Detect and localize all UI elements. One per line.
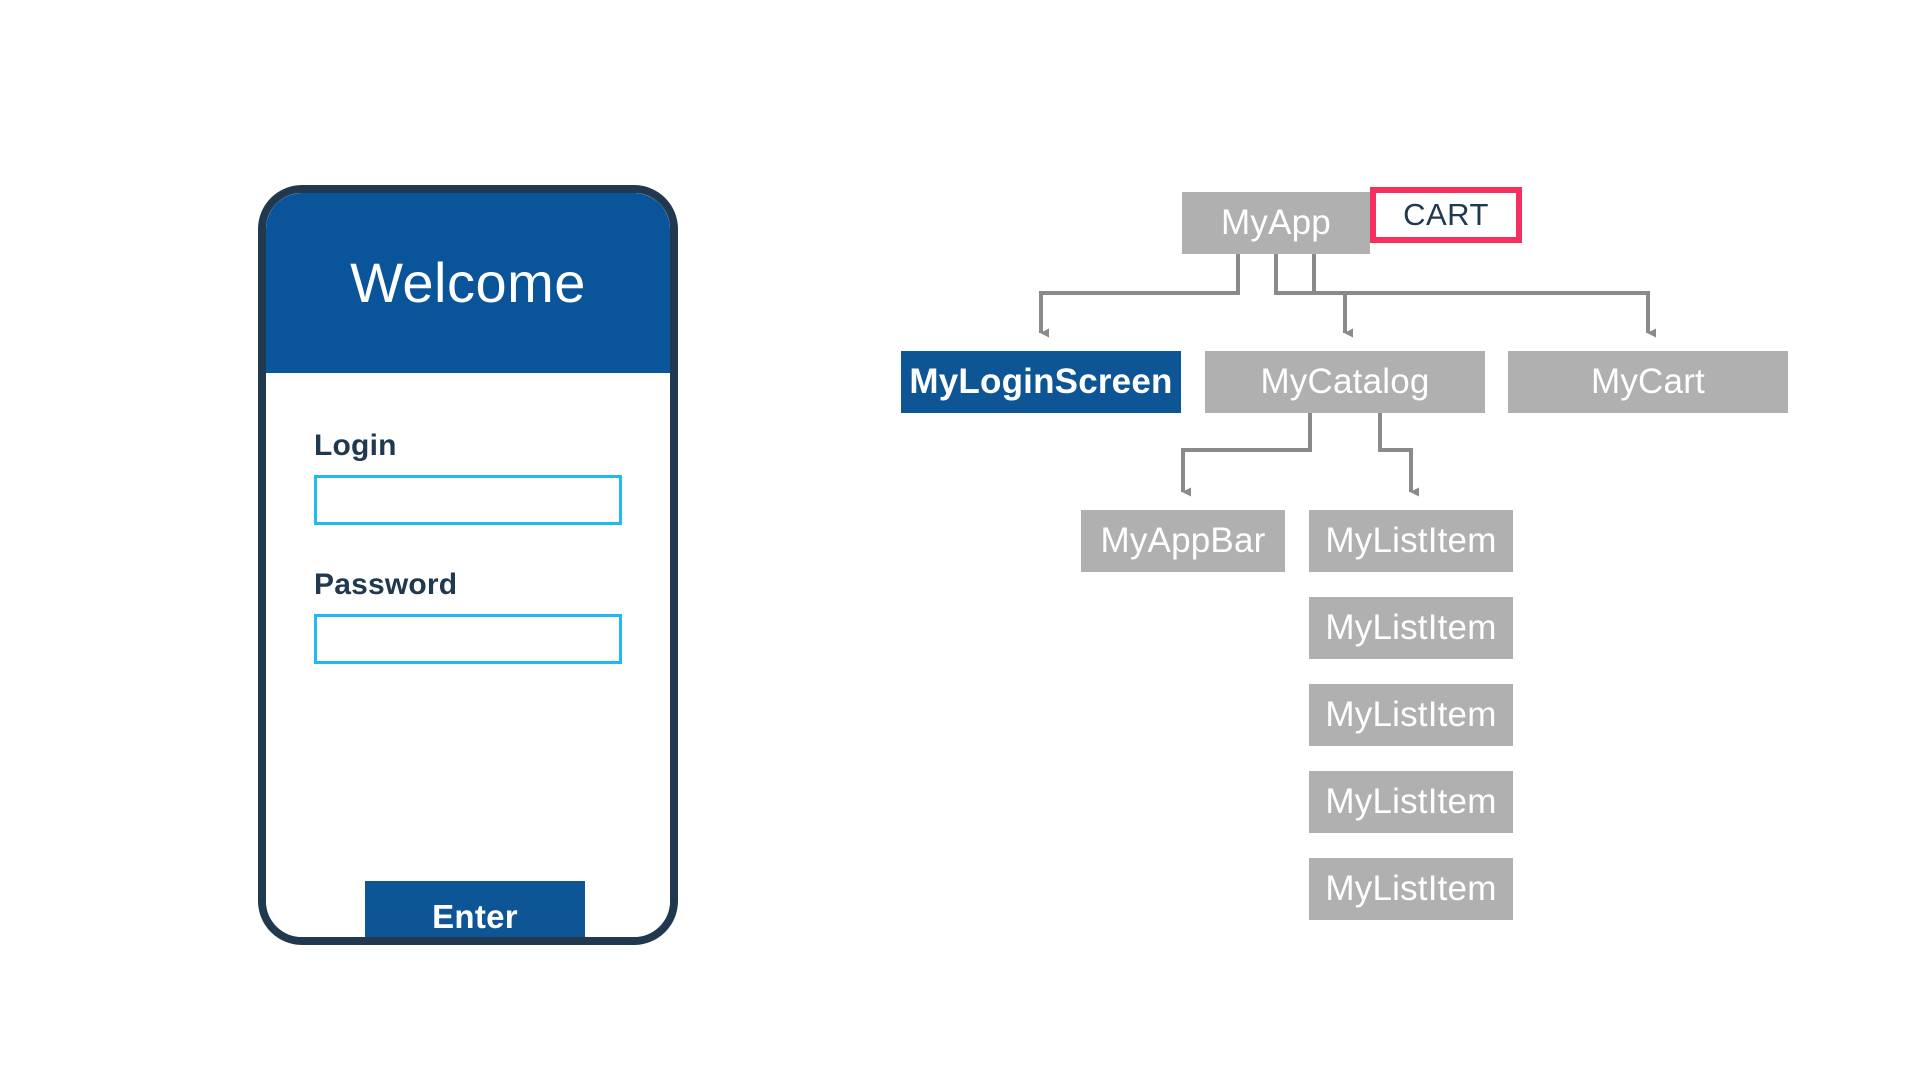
connector-myapp-to-loginscreen bbox=[1039, 254, 1240, 338]
tree-node-mycart[interactable]: MyCart bbox=[1508, 351, 1788, 413]
connector-myapp-to-mycart bbox=[1312, 254, 1656, 338]
phone-screen: Welcome Login Password Enter bbox=[266, 193, 670, 937]
login-input[interactable] bbox=[314, 475, 622, 525]
tree-node-mylistitem[interactable]: MyListItem bbox=[1309, 597, 1513, 659]
password-label: Password bbox=[314, 568, 458, 601]
password-input[interactable] bbox=[314, 614, 622, 664]
login-form: Login Password Enter bbox=[266, 373, 670, 937]
tree-node-mylistitem[interactable]: MyListItem bbox=[1309, 771, 1513, 833]
tree-node-myapp[interactable]: MyApp bbox=[1182, 192, 1370, 254]
phone-app-bar: Welcome bbox=[266, 193, 670, 373]
widget-tree-diagram: MyApp CART MyLoginScreen MyCatalog MyCar… bbox=[820, 150, 1840, 980]
tree-node-mylistitem[interactable]: MyListItem bbox=[1309, 684, 1513, 746]
tree-node-myloginscreen[interactable]: MyLoginScreen bbox=[901, 351, 1181, 413]
login-field-group: Login bbox=[314, 429, 622, 525]
phone-mockup: Welcome Login Password Enter bbox=[258, 185, 678, 945]
tree-node-mylistitem[interactable]: MyListItem bbox=[1309, 858, 1513, 920]
tree-node-myappbar[interactable]: MyAppBar bbox=[1081, 510, 1285, 572]
connector-catalog-to-listitem bbox=[1378, 413, 1419, 497]
connector-catalog-to-appbar bbox=[1181, 413, 1312, 497]
tree-node-mylistitem[interactable]: MyListItem bbox=[1309, 510, 1513, 572]
cart-badge[interactable]: CART bbox=[1370, 187, 1522, 243]
enter-button[interactable]: Enter bbox=[365, 881, 585, 937]
tree-node-mycatalog[interactable]: MyCatalog bbox=[1205, 351, 1485, 413]
password-field-group: Password bbox=[314, 568, 622, 664]
login-label: Login bbox=[314, 429, 397, 462]
welcome-title: Welcome bbox=[350, 251, 586, 314]
connector-myapp-to-catalog bbox=[1274, 254, 1353, 338]
